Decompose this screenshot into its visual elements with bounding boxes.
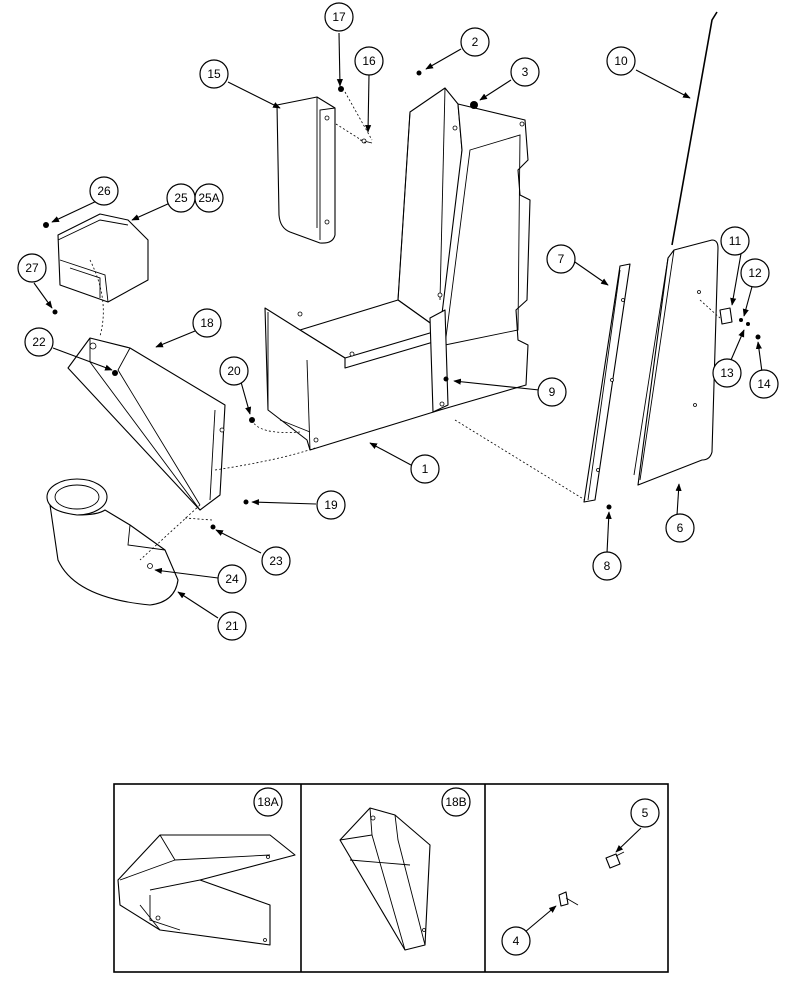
callout-22: 22 bbox=[24, 327, 54, 357]
leaders bbox=[33, 32, 763, 619]
part-7-mounting-strip bbox=[583, 263, 631, 503]
svg-text:15: 15 bbox=[207, 67, 221, 81]
callout-24: 24 bbox=[217, 564, 247, 594]
callout-25a: 25A bbox=[194, 183, 224, 213]
callout-19: 19 bbox=[316, 490, 346, 520]
callout-5: 5 bbox=[630, 798, 660, 828]
svg-text:12: 12 bbox=[748, 266, 762, 280]
svg-text:6: 6 bbox=[677, 521, 684, 535]
inset-panels: 18A 18B 5 4 bbox=[113, 783, 669, 973]
svg-text:2: 2 bbox=[472, 35, 479, 49]
svg-text:22: 22 bbox=[32, 335, 46, 349]
part-15-cover-plate bbox=[276, 96, 336, 244]
svg-text:10: 10 bbox=[614, 54, 628, 68]
callout-6: 6 bbox=[665, 513, 695, 543]
callout-2: 2 bbox=[460, 27, 490, 57]
callout-26: 26 bbox=[89, 176, 119, 206]
callout-20: 20 bbox=[219, 356, 249, 386]
callout-11: 11 bbox=[720, 226, 750, 256]
svg-text:16: 16 bbox=[362, 54, 376, 68]
svg-text:26: 26 bbox=[97, 184, 111, 198]
callout-18a: 18A bbox=[253, 787, 283, 817]
svg-text:18B: 18B bbox=[445, 795, 466, 809]
svg-text:11: 11 bbox=[729, 234, 742, 248]
callout-16: 16 bbox=[354, 46, 384, 76]
callout-18: 18 bbox=[192, 308, 222, 338]
callout-7: 7 bbox=[546, 244, 576, 274]
callout-12: 12 bbox=[740, 258, 770, 288]
svg-text:25A: 25A bbox=[198, 191, 219, 205]
svg-text:3: 3 bbox=[522, 65, 529, 79]
part-1-main-housing bbox=[264, 87, 531, 451]
part-10-rod bbox=[671, 11, 718, 246]
part-25-hood bbox=[57, 213, 149, 303]
callout-17: 17 bbox=[324, 2, 354, 32]
svg-text:17: 17 bbox=[332, 10, 346, 24]
svg-text:18A: 18A bbox=[257, 795, 278, 809]
svg-text:20: 20 bbox=[227, 364, 241, 378]
svg-text:27: 27 bbox=[25, 261, 39, 275]
svg-text:4: 4 bbox=[513, 934, 520, 948]
callout-3: 3 bbox=[510, 57, 540, 87]
svg-text:5: 5 bbox=[642, 806, 649, 820]
callout-1: 1 bbox=[410, 454, 440, 484]
assembly-lines bbox=[89, 91, 721, 561]
callout-8: 8 bbox=[592, 551, 622, 581]
callout-25: 25 bbox=[166, 183, 196, 213]
svg-text:23: 23 bbox=[269, 554, 283, 568]
svg-text:8: 8 bbox=[604, 559, 611, 573]
svg-text:25: 25 bbox=[174, 191, 188, 205]
part-6-door-panel bbox=[633, 239, 719, 486]
svg-text:21: 21 bbox=[225, 619, 239, 633]
callout-9: 9 bbox=[537, 377, 567, 407]
svg-text:14: 14 bbox=[757, 377, 771, 391]
svg-text:19: 19 bbox=[324, 498, 338, 512]
callout-21: 21 bbox=[217, 611, 247, 641]
callout-23: 23 bbox=[261, 546, 291, 576]
callout-4: 4 bbox=[501, 926, 531, 956]
panel-18b-chute-variant: 18B bbox=[339, 787, 471, 951]
svg-text:1: 1 bbox=[422, 462, 429, 476]
hardware bbox=[43, 70, 761, 530]
svg-text:18: 18 bbox=[200, 316, 214, 330]
svg-text:7: 7 bbox=[558, 252, 565, 266]
callout-15: 15 bbox=[199, 59, 229, 89]
callout-13: 13 bbox=[712, 358, 742, 388]
svg-text:9: 9 bbox=[549, 385, 556, 399]
callout-10: 10 bbox=[606, 46, 636, 76]
callout-27: 27 bbox=[17, 253, 47, 283]
svg-text:24: 24 bbox=[225, 572, 239, 586]
svg-text:13: 13 bbox=[720, 366, 734, 380]
callout-14: 14 bbox=[749, 369, 779, 399]
part-21-spout bbox=[46, 478, 179, 606]
panel-bolts: 5 4 bbox=[501, 798, 660, 956]
part-18-lower-chute bbox=[67, 337, 226, 511]
callout-18b: 18B bbox=[441, 787, 471, 817]
panel-18a-chute-variant: 18A bbox=[117, 787, 296, 946]
